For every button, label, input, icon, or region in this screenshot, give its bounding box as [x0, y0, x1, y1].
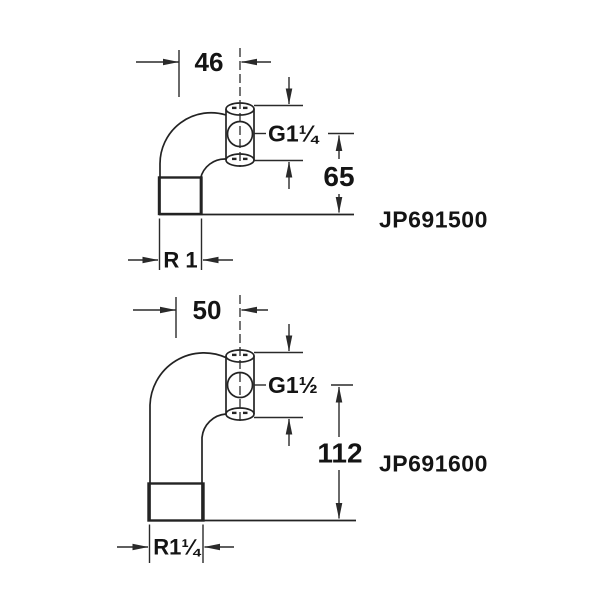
bottom-thread-label: R1¼ [153, 535, 201, 560]
elbow-inner-edge [199, 158, 227, 215]
height-dim-label: 112 [317, 438, 362, 469]
part-number-label: JP691500 [379, 207, 488, 233]
thread-mark [243, 411, 248, 415]
width-dim-label: 50 [193, 295, 222, 325]
part-number-label: JP691600 [379, 451, 488, 477]
thread-mark [243, 157, 248, 161]
thread-mark [243, 353, 248, 357]
bottom-thread-section [157, 176, 203, 216]
thread-mark [232, 157, 237, 161]
thread-mark [232, 411, 237, 415]
side-thread-label: G1½ [268, 372, 318, 398]
bottom-thread-label: R 1 [163, 248, 197, 273]
thread-mark [232, 106, 237, 110]
elbow-outer-edge [149, 351, 228, 521]
side-thread-label: G1¼ [268, 121, 320, 147]
elbow-inner-edge [201, 413, 227, 521]
elbow-outer-edge [159, 111, 227, 215]
thread-mark [243, 106, 248, 110]
bottom-thread-section [147, 482, 205, 522]
figure-top-elbow: 46 G1¼ 65 JP691500 R 1 [128, 47, 488, 273]
height-dim-label: 65 [323, 161, 354, 192]
thread-mark [232, 353, 237, 357]
side-port-bore [226, 371, 254, 399]
figure-bottom-elbow: 50 G1½ 112 JP691600 R1¼ [117, 295, 488, 563]
width-dim-label: 46 [195, 47, 224, 77]
